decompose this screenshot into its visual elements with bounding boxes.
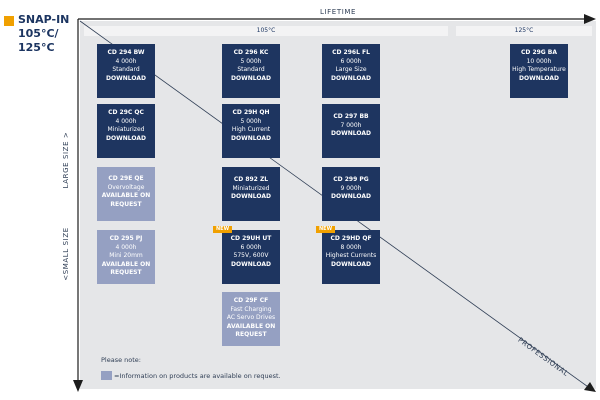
- product-card-cd294bw[interactable]: CD 294 BW 4 000h Standard DOWNLOAD: [97, 44, 155, 98]
- product-card-cd296kc[interactable]: CD 296 KC 5 000h Standard DOWNLOAD: [222, 44, 280, 98]
- legend-swatch: [101, 371, 112, 380]
- large-size-label: LARGE SIZE >: [62, 131, 70, 189]
- request-label: AVAILABLE ON: [226, 322, 276, 330]
- download-link[interactable]: DOWNLOAD: [231, 74, 271, 82]
- download-link[interactable]: DOWNLOAD: [519, 74, 559, 82]
- download-link[interactable]: DOWNLOAD: [231, 260, 271, 268]
- request-label-2: REQUEST: [235, 331, 267, 338]
- product-card-cd892zl[interactable]: CD 892 ZL Miniaturized DOWNLOAD: [222, 167, 280, 221]
- product-card-cd29uhut[interactable]: CD 29UH UT 6 000h 575V, 600V DOWNLOAD: [222, 230, 280, 284]
- product-card-cd29gba[interactable]: CD 29G BA 10 000h High Temperature DOWNL…: [510, 44, 568, 98]
- product-card-cd29fcf[interactable]: CD 29F CF Fast Charging AC Servo Drives …: [222, 292, 280, 346]
- lifetime-label: LIFETIME: [320, 8, 357, 16]
- product-card-cd29eqe[interactable]: CD 29E QE Overvoltage AVAILABLE ON REQUE…: [97, 167, 155, 221]
- request-label-2: REQUEST: [110, 269, 142, 276]
- page-title: SNAP-IN 105°C/ 125°C: [18, 13, 70, 54]
- product-card-cd29hdqf[interactable]: CD 29HD QF 8 000h Highest Currents DOWNL…: [322, 230, 380, 284]
- download-link[interactable]: DOWNLOAD: [331, 130, 371, 137]
- download-link[interactable]: DOWNLOAD: [331, 193, 371, 200]
- request-label: AVAILABLE ON: [101, 192, 151, 199]
- request-label-2: REQUEST: [110, 200, 142, 208]
- note-heading: Please note:: [101, 356, 141, 364]
- product-card-cd29hqh[interactable]: CD 29H QH 5 000h High Current DOWNLOAD: [222, 104, 280, 158]
- note-legend: =Information on products are available o…: [114, 372, 281, 380]
- download-link[interactable]: DOWNLOAD: [106, 134, 146, 142]
- request-label: AVAILABLE ON: [101, 260, 151, 268]
- download-link[interactable]: DOWNLOAD: [331, 74, 371, 82]
- title-marker: [4, 16, 14, 26]
- x-axis-arrow: [584, 14, 596, 24]
- small-size-label: <SMALL SIZE: [62, 227, 70, 281]
- new-badge: NEW: [316, 226, 336, 233]
- download-link[interactable]: DOWNLOAD: [331, 260, 371, 268]
- product-card-cd299pg[interactable]: CD 299 PG 9 000h DOWNLOAD: [322, 167, 380, 221]
- product-card-cd29cqc[interactable]: CD 29C QC 4 000h Miniaturized DOWNLOAD: [97, 104, 155, 158]
- download-link[interactable]: DOWNLOAD: [231, 193, 271, 200]
- download-link[interactable]: DOWNLOAD: [106, 74, 146, 82]
- product-card-cd295pj[interactable]: CD 295 PJ 4 000h Mini 20mm AVAILABLE ON …: [97, 230, 155, 284]
- product-card-cd296lfl[interactable]: CD 296L FL 6 000h Large Size DOWNLOAD: [322, 44, 380, 98]
- diagonal-arrow: [584, 382, 596, 392]
- y-axis-arrow: [73, 380, 83, 392]
- product-card-cd297bb[interactable]: CD 297 BB 7 000h DOWNLOAD: [322, 104, 380, 158]
- new-badge: NEW: [213, 226, 233, 233]
- column-header-125: 125°C: [456, 26, 592, 36]
- download-link[interactable]: DOWNLOAD: [231, 134, 271, 142]
- column-header-105: 105°C: [84, 26, 448, 36]
